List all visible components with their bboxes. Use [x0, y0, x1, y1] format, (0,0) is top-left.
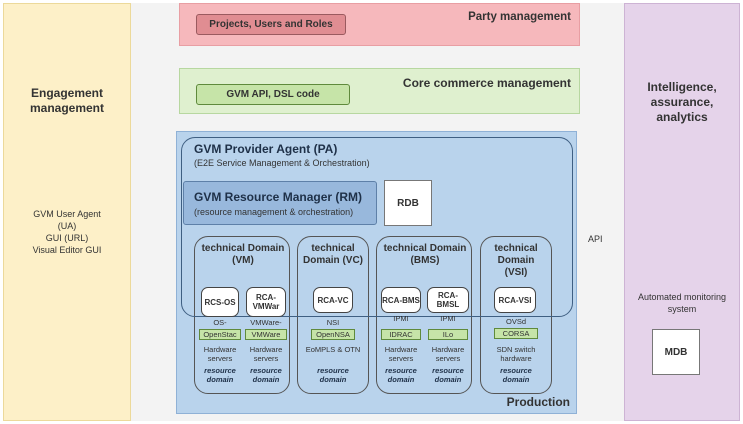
domain-vc: technical Domain (VC) — [297, 236, 369, 394]
hardware-desc: Hardware servers — [249, 345, 283, 363]
engagement-column: Engagement management GVM User Agent (UA… — [3, 3, 131, 421]
domain-title: technical Domain (VC) — [303, 243, 363, 266]
resource-domain-label: resource domain — [385, 366, 417, 384]
domain-title: technical Domain (VM) — [201, 243, 285, 266]
software-box: OpenStac — [199, 329, 241, 340]
engagement-title: Engagement management — [29, 86, 105, 115]
resource-manager-box: GVM Resource Manager (RM) (resource mana… — [183, 181, 377, 225]
rm-title: GVM Resource Manager (RM) — [194, 190, 363, 204]
software-box: OpenNSA — [311, 329, 355, 340]
rca-box: RCA-VSI — [494, 287, 536, 313]
mdb-box: MDB — [652, 329, 700, 375]
domain-vsi: technical Domain (VSI) — [480, 236, 552, 394]
domain-title: technical Domain (VSI) — [494, 243, 538, 278]
production-title: Production — [506, 395, 570, 409]
party-band: Projects, Users and Roles Party manageme… — [179, 3, 580, 46]
engagement-item: Visual Editor GUI — [32, 245, 102, 255]
rdb-box: RDB — [384, 180, 432, 226]
monitoring-label: Automated monitoring system — [637, 292, 727, 314]
rca-box: RCS-OS — [201, 287, 239, 317]
projects-users-roles-pill: Projects, Users and Roles — [196, 14, 346, 35]
rca-box: RCA-VC — [313, 287, 353, 313]
rca-label: VMWare- — [250, 318, 282, 327]
resource-domain-label: resource domain — [500, 366, 532, 384]
software-box: ILo — [428, 329, 468, 340]
intelligence-title: Intelligence, assurance, analytics — [647, 80, 717, 124]
engagement-list: GVM User Agent (UA) GUI (URL) Visual Edi… — [4, 208, 130, 256]
domain-bms: technical Domain (BMS) — [376, 236, 472, 394]
engagement-item: (UA) — [57, 221, 77, 231]
rca-label: NSI — [326, 318, 340, 327]
core-title: Core commerce management — [402, 76, 571, 90]
party-title: Party management — [468, 11, 571, 23]
rca-box: RCA-BMS — [381, 287, 421, 313]
resource-domain-label: resource domain — [250, 366, 282, 384]
intelligence-column: Intelligence, assurance, analytics Autom… — [624, 3, 740, 421]
rca-box: RCA-VMWar — [246, 287, 286, 317]
domain-title: technical Domain (BMS) — [383, 243, 467, 266]
core-band: GVM API, DSL code Core commerce manageme… — [179, 68, 580, 114]
rca-label: IPMI — [393, 314, 409, 323]
rca-label: IPMI — [440, 314, 456, 323]
hardware-desc: SDN switch hardware — [496, 345, 536, 363]
resource-domain-label: resource domain — [432, 366, 464, 384]
software-box: VMWare — [245, 329, 287, 340]
hardware-desc: EoMPLS & OTN — [305, 345, 361, 354]
rca-label: OS- — [213, 318, 227, 327]
hardware-desc: Hardware servers — [384, 345, 418, 363]
software-box: IDRAC — [381, 329, 421, 340]
pa-subtitle: (E2E Service Management & Orchestration) — [194, 158, 370, 168]
rm-subtitle: (resource management & orchestration) — [194, 207, 354, 217]
gvm-api-pill: GVM API, DSL code — [196, 84, 350, 105]
rca-label: OVSd — [505, 317, 526, 326]
rca-box: RCA-BMSL — [427, 287, 469, 313]
api-label: API — [588, 234, 603, 244]
pa-title: GVM Provider Agent (PA) — [194, 142, 338, 156]
resource-domain-label: resource domain — [204, 366, 236, 384]
hardware-desc: Hardware servers — [431, 345, 465, 363]
engagement-item: GUI (URL) — [45, 233, 89, 243]
software-box: CORSA — [494, 328, 538, 339]
hardware-desc: Hardware servers — [203, 345, 237, 363]
provider-agent-box: GVM Provider Agent (PA) (E2E Service Man… — [181, 137, 573, 317]
engagement-item: GVM User Agent — [33, 209, 101, 219]
resource-domain-label: resource domain — [317, 366, 349, 384]
